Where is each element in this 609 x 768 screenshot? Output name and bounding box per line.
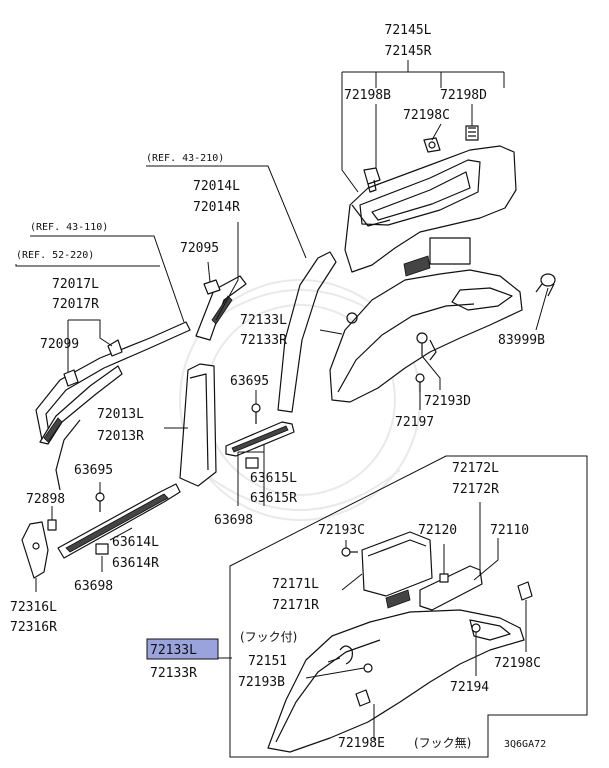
label-ref-52-220[interactable]: (REF. 52-220) bbox=[16, 250, 94, 261]
label-72151[interactable]: 72151 bbox=[248, 654, 287, 669]
label-72120[interactable]: 72120 bbox=[418, 523, 457, 538]
part-labels: 72145L 72145R 72198B 72198D 72198C (REF.… bbox=[10, 23, 546, 751]
label-72013R[interactable]: 72013R bbox=[97, 429, 144, 444]
label-72110[interactable]: 72110 bbox=[490, 523, 529, 538]
screw-72193B bbox=[363, 663, 373, 673]
label-63614R[interactable]: 63614R bbox=[112, 556, 159, 571]
label-72133L-a[interactable]: 72133L bbox=[240, 313, 287, 328]
label-63615L[interactable]: 63615L bbox=[250, 471, 297, 486]
door-opening-weatherstrip bbox=[277, 251, 337, 413]
label-63698-b[interactable]: 63698 bbox=[74, 579, 113, 594]
label-72017L[interactable]: 72017L bbox=[52, 277, 99, 292]
label-63695-a[interactable]: 63695 bbox=[230, 374, 269, 389]
label-hook-without[interactable]: (フック無) bbox=[414, 735, 471, 750]
diagram-code: 3Q6GA72 bbox=[504, 739, 546, 750]
front-door-weatherstrip bbox=[35, 321, 191, 441]
label-72193C[interactable]: 72193C bbox=[318, 523, 365, 538]
label-72198B[interactable]: 72198B bbox=[344, 88, 391, 103]
screw-63695-a bbox=[251, 403, 261, 424]
label-83999B[interactable]: 83999B bbox=[498, 333, 545, 348]
clip-72017-top bbox=[107, 339, 123, 357]
clip-72198E bbox=[355, 689, 371, 707]
clip-63698-a bbox=[245, 457, 259, 469]
label-72133L-highlighted[interactable]: 72133L bbox=[150, 643, 197, 658]
quarter-lower-trim-72133 bbox=[267, 589, 525, 753]
label-72014R[interactable]: 72014R bbox=[193, 200, 240, 215]
scuff-plate-63615 bbox=[225, 421, 295, 457]
label-72171R[interactable]: 72171R bbox=[272, 598, 319, 613]
label-72145R[interactable]: 72145R bbox=[385, 44, 432, 59]
storage-box-72171 bbox=[361, 531, 433, 597]
label-ref-43-110[interactable]: (REF. 43-110) bbox=[30, 222, 108, 233]
center-pillar-lower-72013 bbox=[179, 363, 217, 487]
screw-72193C bbox=[341, 547, 358, 557]
hook-72151 bbox=[339, 645, 353, 665]
screw-72193D bbox=[416, 332, 428, 356]
grommet-83999B bbox=[535, 273, 556, 297]
label-72133R-a[interactable]: 72133R bbox=[240, 333, 287, 348]
highlight-box[interactable] bbox=[146, 638, 219, 660]
scuff-plate-63614 bbox=[57, 483, 181, 559]
label-72171L[interactable]: 72171L bbox=[272, 577, 319, 592]
label-72198E[interactable]: 72198E bbox=[338, 736, 385, 751]
label-72099[interactable]: 72099 bbox=[40, 337, 79, 352]
rear-quarter-upper-trim bbox=[344, 145, 517, 277]
label-72095[interactable]: 72095 bbox=[180, 241, 219, 256]
clip-72198C-b bbox=[517, 581, 533, 601]
label-72193D[interactable]: 72193D bbox=[424, 394, 471, 409]
label-72172L[interactable]: 72172L bbox=[452, 461, 499, 476]
clip-72198B bbox=[363, 167, 381, 193]
label-72316R[interactable]: 72316R bbox=[10, 620, 57, 635]
a-pillar-ref bbox=[55, 419, 81, 491]
clip-63698-b bbox=[95, 543, 109, 555]
label-72197[interactable]: 72197 bbox=[395, 415, 434, 430]
kick-panel-72316 bbox=[21, 521, 49, 579]
label-72172R[interactable]: 72172R bbox=[452, 482, 499, 497]
label-72198C-b[interactable]: 72198C bbox=[494, 656, 541, 671]
label-63698-a[interactable]: 63698 bbox=[214, 513, 253, 528]
label-72193B[interactable]: 72193B bbox=[238, 675, 285, 690]
label-63695-b[interactable]: 63695 bbox=[74, 463, 113, 478]
label-72316L[interactable]: 72316L bbox=[10, 600, 57, 615]
label-hook-with[interactable]: (フック付) bbox=[240, 630, 297, 644]
label-72013L[interactable]: 72013L bbox=[97, 407, 144, 422]
label-63615R[interactable]: 63615R bbox=[250, 491, 297, 506]
front-pillar-trim-72017 bbox=[39, 365, 123, 445]
clip-72198D bbox=[465, 125, 479, 141]
screw-63695-b bbox=[95, 492, 105, 512]
label-72898[interactable]: 72898 bbox=[26, 492, 65, 507]
label-ref-43-210[interactable]: (REF. 43-210) bbox=[146, 153, 224, 164]
detail-box bbox=[229, 455, 588, 758]
label-72145L[interactable]: 72145L bbox=[385, 23, 432, 38]
center-pillar-trim-72014 bbox=[195, 275, 247, 341]
clip-72095 bbox=[203, 279, 221, 295]
label-72133R-b[interactable]: 72133R bbox=[150, 666, 197, 681]
label-72198D[interactable]: 72198D bbox=[440, 88, 487, 103]
clip-72194 bbox=[471, 623, 481, 633]
clip-72099 bbox=[63, 369, 79, 387]
label-72194[interactable]: 72194 bbox=[450, 680, 489, 695]
label-63614L[interactable]: 63614L bbox=[112, 535, 159, 550]
clip-72198C-top bbox=[423, 137, 441, 153]
clip-72898 bbox=[47, 519, 57, 531]
label-72017R[interactable]: 72017R bbox=[52, 297, 99, 312]
leader-lines bbox=[15, 60, 549, 740]
label-72014L[interactable]: 72014L bbox=[193, 179, 240, 194]
lid-72110 bbox=[419, 565, 483, 611]
screw-72197 bbox=[415, 373, 425, 392]
label-72198C-top[interactable]: 72198C bbox=[403, 108, 450, 123]
latch-72120 bbox=[439, 573, 449, 583]
